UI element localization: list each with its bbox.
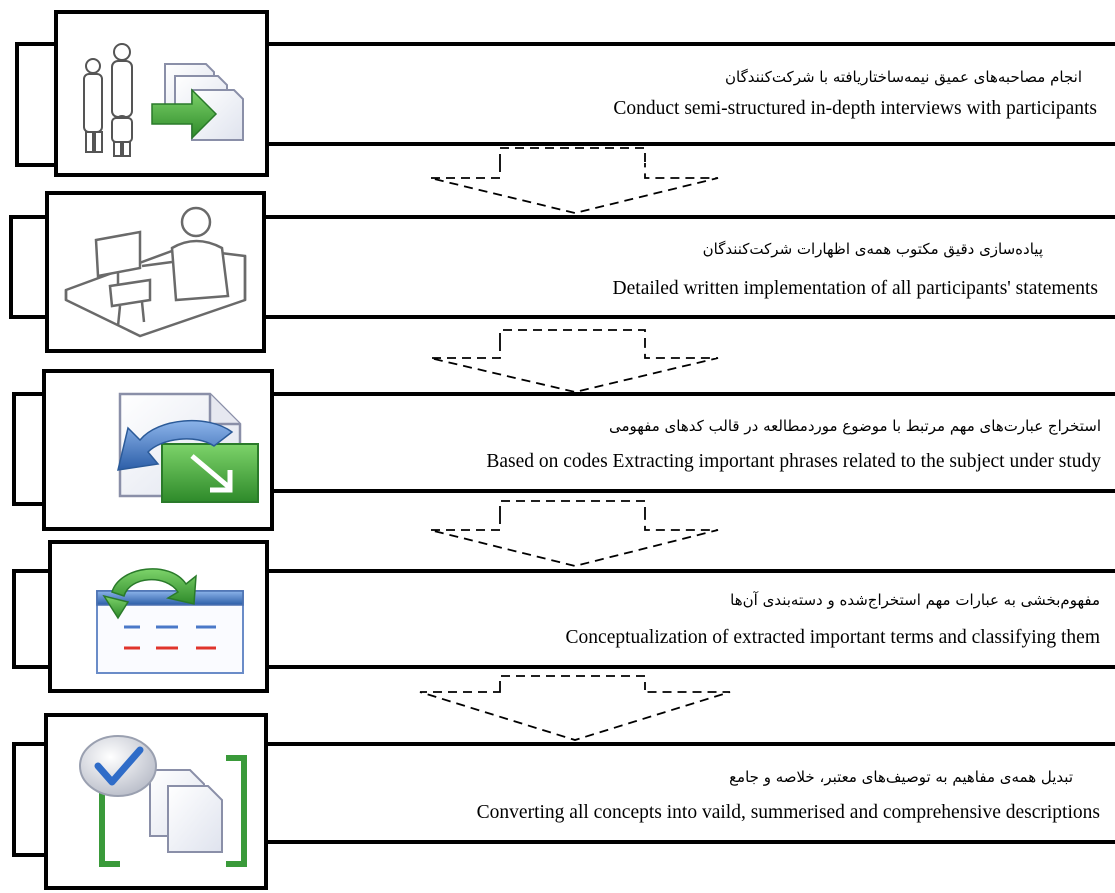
connector-arrow-4 (419, 675, 731, 741)
step-1-label-fa: انجام مصاحبه‌های عمیق نیمه‌ساختاریافته ب… (725, 68, 1082, 86)
step-1: انجام مصاحبه‌های عمیق نیمه‌ساختاریافته ب… (15, 10, 1115, 177)
step-5-label-fa: تبدیل همه‌ی مفاهیم به توصیف‌های معتبر، خ… (729, 768, 1073, 786)
step-3: استخراج عبارت‌های مهم مرتبط با موضوع مور… (12, 369, 1115, 531)
step-1-label-en: Conduct semi-structured in-depth intervi… (613, 98, 1097, 119)
connector-arrow-2 (429, 329, 719, 393)
transcribing-person-icon (64, 206, 247, 338)
step-3-label-fa: استخراج عبارت‌های مهم مرتبط با موضوع مور… (609, 417, 1101, 436)
step-3-box-outline (12, 392, 1115, 506)
connector-arrow-1 (429, 147, 719, 214)
step-2-box-outline (9, 215, 1115, 319)
step-4-box-outline (12, 569, 1115, 669)
step-4-label-en: Conceptualization of extracted important… (566, 627, 1100, 648)
step-4-label-fa: مفهوم‌بخشی به عبارات مهم استخراج‌شده و د… (730, 591, 1100, 610)
step-2: پیاده‌سازی دقیق مکتوب همه‌ی اظهارات شرکت… (9, 191, 1115, 353)
checked-documents-icon (79, 735, 247, 867)
step-1-box-outline (15, 42, 1115, 167)
step-5-box-outline (12, 742, 1115, 857)
connector-arrow-3 (429, 500, 719, 567)
refresh-list-icon (96, 568, 244, 674)
interview-documents-icon (83, 43, 244, 157)
step-5: تبدیل همه‌ی مفاهیم به توصیف‌های معتبر، خ… (12, 713, 1115, 890)
step-5-label-en: Converting all concepts into vaild, summ… (477, 802, 1100, 823)
step-2-label-fa: پیاده‌سازی دقیق مکتوب همه‌ی اظهارات شرکت… (703, 240, 1043, 259)
step-2-label-en: Detailed written implementation of all p… (613, 278, 1098, 299)
step-4: مفهوم‌بخشی به عبارات مهم استخراج‌شده و د… (12, 540, 1115, 693)
extract-document-icon (117, 392, 259, 503)
step-3-label-en: Based on codes Extracting important phra… (486, 451, 1101, 472)
